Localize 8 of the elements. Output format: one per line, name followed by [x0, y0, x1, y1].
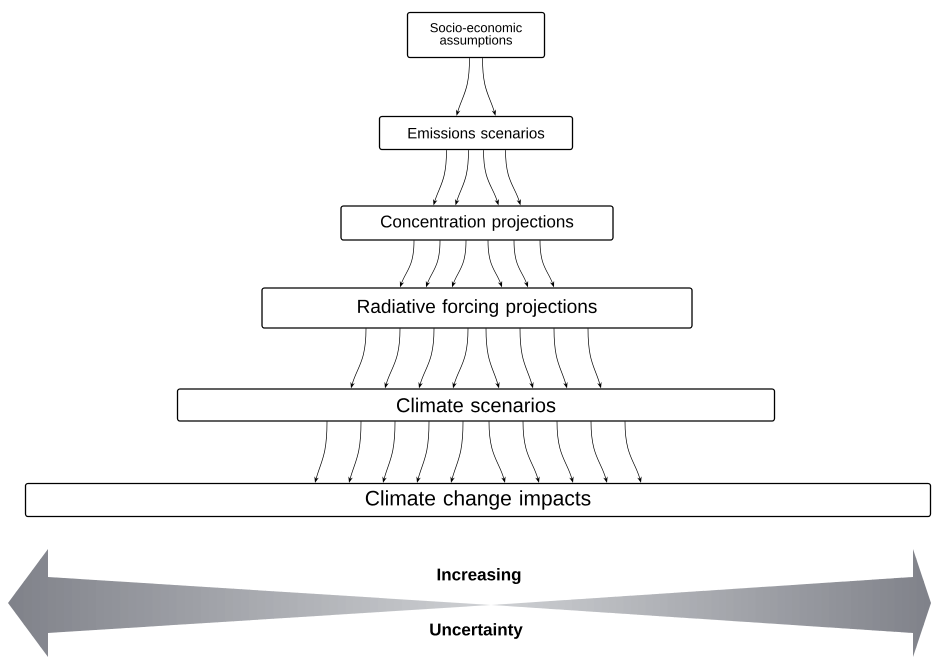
process-box: Emissions scenarios — [378, 116, 574, 150]
process-box: Radiative forcing projections — [261, 287, 693, 329]
process-box: Climate change impacts — [24, 482, 932, 518]
process-box: Concentration projections — [340, 205, 614, 241]
process-box: Socio-economic assumptions — [406, 12, 546, 58]
process-box: Climate scenarios — [176, 388, 776, 422]
axis-label: Uncertainty — [430, 623, 523, 639]
axis-label: Increasing — [438, 568, 520, 584]
